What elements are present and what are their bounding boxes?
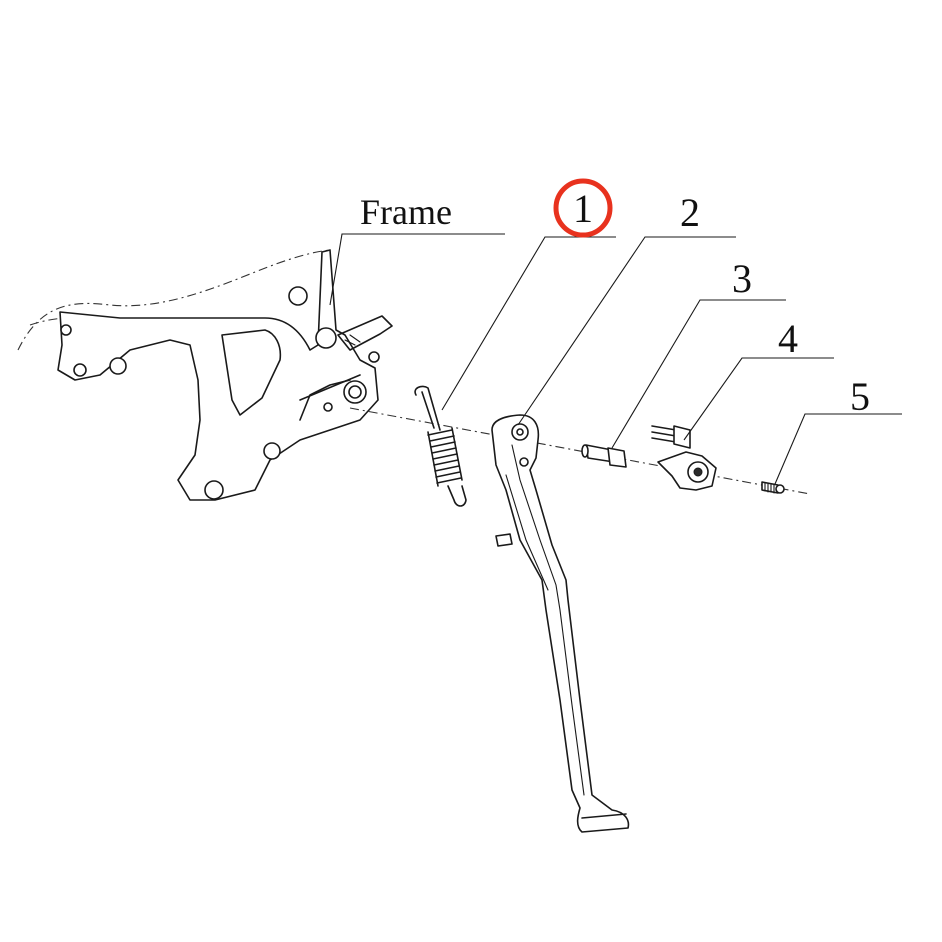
callout-1-highlight-ring [553,178,613,238]
frame-bracket [57,249,393,501]
frame-label: Frame [360,192,452,232]
part-2-kickstand [491,414,630,833]
assembly-axis [349,407,811,495]
leader-lines [329,233,902,485]
part-4-sensor-switch [651,425,717,491]
part-3-pivot-bolt [581,444,627,468]
callout-2-label: 2 [680,190,700,235]
callout-1-label: 1 [573,186,593,231]
callout-3-label: 3 [732,256,752,301]
frame-outline [17,249,331,351]
callout-5-label: 5 [850,374,870,419]
callout-4-label: 4 [778,316,798,361]
part-5-screw [761,481,785,494]
part-1-spring [414,385,467,507]
